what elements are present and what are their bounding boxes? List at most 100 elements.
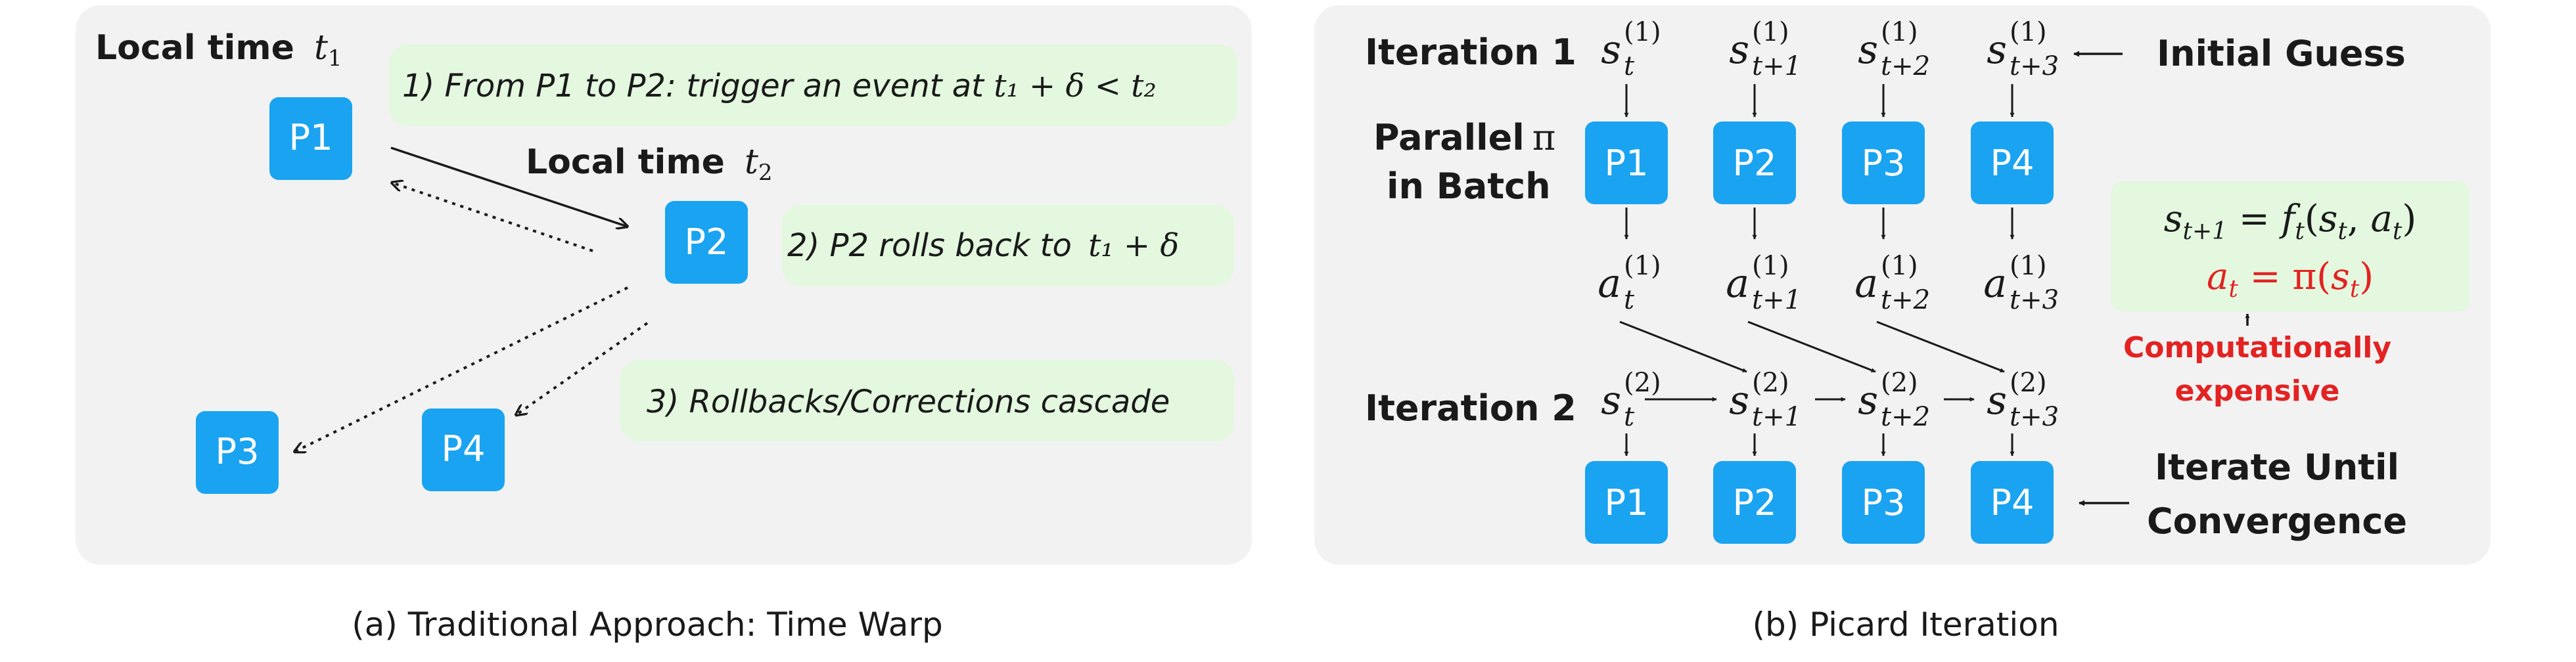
state-iter2-1-subscript: t: [1624, 402, 1635, 432]
action-iter1-1-subscript: t: [1624, 285, 1635, 315]
left-caption: (a) Traditional Approach: Time Warp: [352, 606, 943, 644]
action-iter1-1: a(1) t: [1598, 251, 1661, 315]
right-process-iter2-p2-label: P2: [1733, 482, 1777, 523]
state-iter1-2: s(1)t+1: [1729, 17, 1801, 81]
right-process-iter2-p2: P2: [1713, 461, 1796, 544]
equation-policy: at = π(st): [2207, 255, 2374, 303]
note-3: 3) Rollbacks/Corrections cascade: [620, 360, 1234, 441]
action-iter1-1-base: a: [1598, 261, 1621, 307]
left-process-p4-box: [422, 408, 505, 491]
right-process-iter2-p3-box: [1842, 461, 1925, 544]
arrow-p2-to-p3-cascade: [294, 286, 628, 452]
note-2-text: 2) P2 rolls back to t₁ + δ: [787, 227, 1179, 264]
left-process-p4: P4: [422, 408, 505, 491]
initial-guess-label: Initial Guess: [2157, 33, 2406, 74]
iteration-1-label: Iteration 1: [1365, 32, 1576, 73]
action-iter1-3-subscript: t+2: [1881, 285, 1930, 315]
left-process-p1: P1: [269, 97, 352, 180]
state-iter1-3: s(1)t+2: [1858, 17, 1930, 81]
iterate-until-label: Iterate Until: [2155, 447, 2399, 488]
in-batch-label: in Batch: [1387, 166, 1551, 207]
left-process-p3: P3: [196, 411, 279, 494]
state-iter2-1-base: s: [1601, 378, 1621, 424]
right-caption: (b) Picard Iteration: [1752, 606, 2059, 644]
note-2-background: [782, 205, 1234, 286]
left-process-p2-box: [665, 201, 748, 284]
left-process-p2: P2: [665, 201, 748, 284]
right-process-iter1-p3-box: [1842, 121, 1925, 204]
right-process-iter2-p4: P4: [1971, 461, 2054, 544]
right-process-iter2-p4-box: [1971, 461, 2054, 544]
state-iter1-3-subscript: t+2: [1881, 51, 1930, 81]
state-iter2-1: s(2) t: [1601, 368, 1661, 432]
left-process-p1-box: [269, 97, 352, 180]
right-process-iter1-p3: P3: [1842, 121, 1925, 204]
state-iter1-1-subscript: t: [1624, 51, 1635, 81]
state-iter2-3-subscript: t+2: [1881, 402, 1930, 432]
iteration-2-label: Iteration 2: [1365, 387, 1576, 429]
arrow-p2-to-p1-rollback: [392, 183, 593, 252]
arrow-p2-to-p4-cascade: [516, 322, 649, 415]
action-iter1-4-superscript: (1): [2010, 251, 2047, 281]
left-process-p2-label: P2: [685, 221, 729, 263]
arrow-p1-to-p2: [390, 146, 628, 227]
arrow-action-3-to-state2-4: [1876, 320, 2005, 373]
state-iter1-1-superscript: (1): [1624, 17, 1661, 47]
state-iter1-2-subscript: t+1: [1752, 51, 1801, 81]
state-iter2-4-subscript: t+3: [2010, 402, 2059, 432]
action-iter1-4-subscript: t+3: [2010, 285, 2059, 315]
note-1-text: 1) From P1 to P2: trigger an event at t₁…: [402, 68, 1157, 104]
state-iter2-1-superscript: (2): [1624, 368, 1661, 398]
action-iter1-3-base: a: [1854, 261, 1878, 307]
state-iter1-4-base: s: [1987, 27, 2007, 73]
note-2: 2) P2 rolls back to t₁ + δ: [782, 205, 1234, 286]
arrow-action-1-to-state2-2: [1619, 320, 1747, 373]
state-iter2-4-base: s: [1987, 378, 2007, 424]
local-time-1-label: Local time t1: [95, 28, 342, 72]
state-iter1-2-superscript: (1): [1752, 17, 1789, 47]
action-iter1-4: a(1) t+3: [1983, 251, 2059, 315]
convergence-label: Convergence: [2147, 500, 2407, 542]
action-iter1-2-superscript: (1): [1752, 251, 1789, 281]
local-time-2-label: Local time t2: [526, 143, 773, 186]
note-1-background: [389, 45, 1238, 126]
right-process-iter2-p1-label: P1: [1605, 482, 1649, 523]
action-iter1-1-superscript: (1): [1624, 251, 1661, 281]
state-iter1-4: s(1) t+3: [1987, 17, 2059, 81]
right-process-iter1-p1: P1: [1585, 121, 1668, 204]
right-process-iter1-p1-box: [1585, 121, 1668, 204]
left-process-p3-label: P3: [216, 431, 260, 472]
state-iter1-4-superscript: (1): [2010, 17, 2047, 47]
equation-dynamics: st+1 = ft(st, at): [2164, 198, 2416, 245]
right-process-iter2-p3: P3: [1842, 461, 1925, 544]
right-process-iter2-p3-label: P3: [1862, 482, 1906, 523]
arrow-action-2-to-state2-3: [1747, 320, 1876, 373]
right-process-iter2-p1: P1: [1585, 461, 1668, 544]
equation-box-background: [2111, 181, 2470, 311]
state-iter1-1: s(1)t: [1601, 17, 1661, 81]
action-iter1-3: a(1) t+2: [1854, 251, 1930, 315]
right-process-iter2-p2-box: [1713, 461, 1796, 544]
note-3-background: [620, 360, 1234, 441]
right-process-iter1-p4-label: P4: [1990, 143, 2035, 184]
right-process-iter1-p1-label: P1: [1605, 143, 1649, 184]
right-process-iter2-p1-box: [1585, 461, 1668, 544]
state-iter1-3-superscript: (1): [1881, 17, 1918, 47]
action-iter1-3-superscript: (1): [1881, 251, 1918, 281]
state-iter2-4: s(2)t+3: [1987, 368, 2059, 432]
left-process-p1-label: P1: [289, 117, 333, 158]
right-process-iter1-p2-box: [1713, 121, 1796, 204]
right-process-iter1-p4: P4: [1971, 121, 2054, 204]
note-3-text: 3) Rollbacks/Corrections cascade: [647, 384, 1170, 420]
state-iter1-4-subscript: t+3: [2010, 51, 2059, 81]
right-process-iter1-p2: P2: [1713, 121, 1796, 204]
cost-label-line2: expensive: [2175, 374, 2340, 408]
action-iter1-2: a(1)t+1: [1726, 251, 1801, 315]
left-process-p3-box: [196, 411, 279, 494]
state-iter2-3-base: s: [1858, 378, 1878, 424]
action-iter1-4-base: a: [1983, 261, 2007, 307]
right-process-iter1-p4-box: [1971, 121, 2054, 204]
